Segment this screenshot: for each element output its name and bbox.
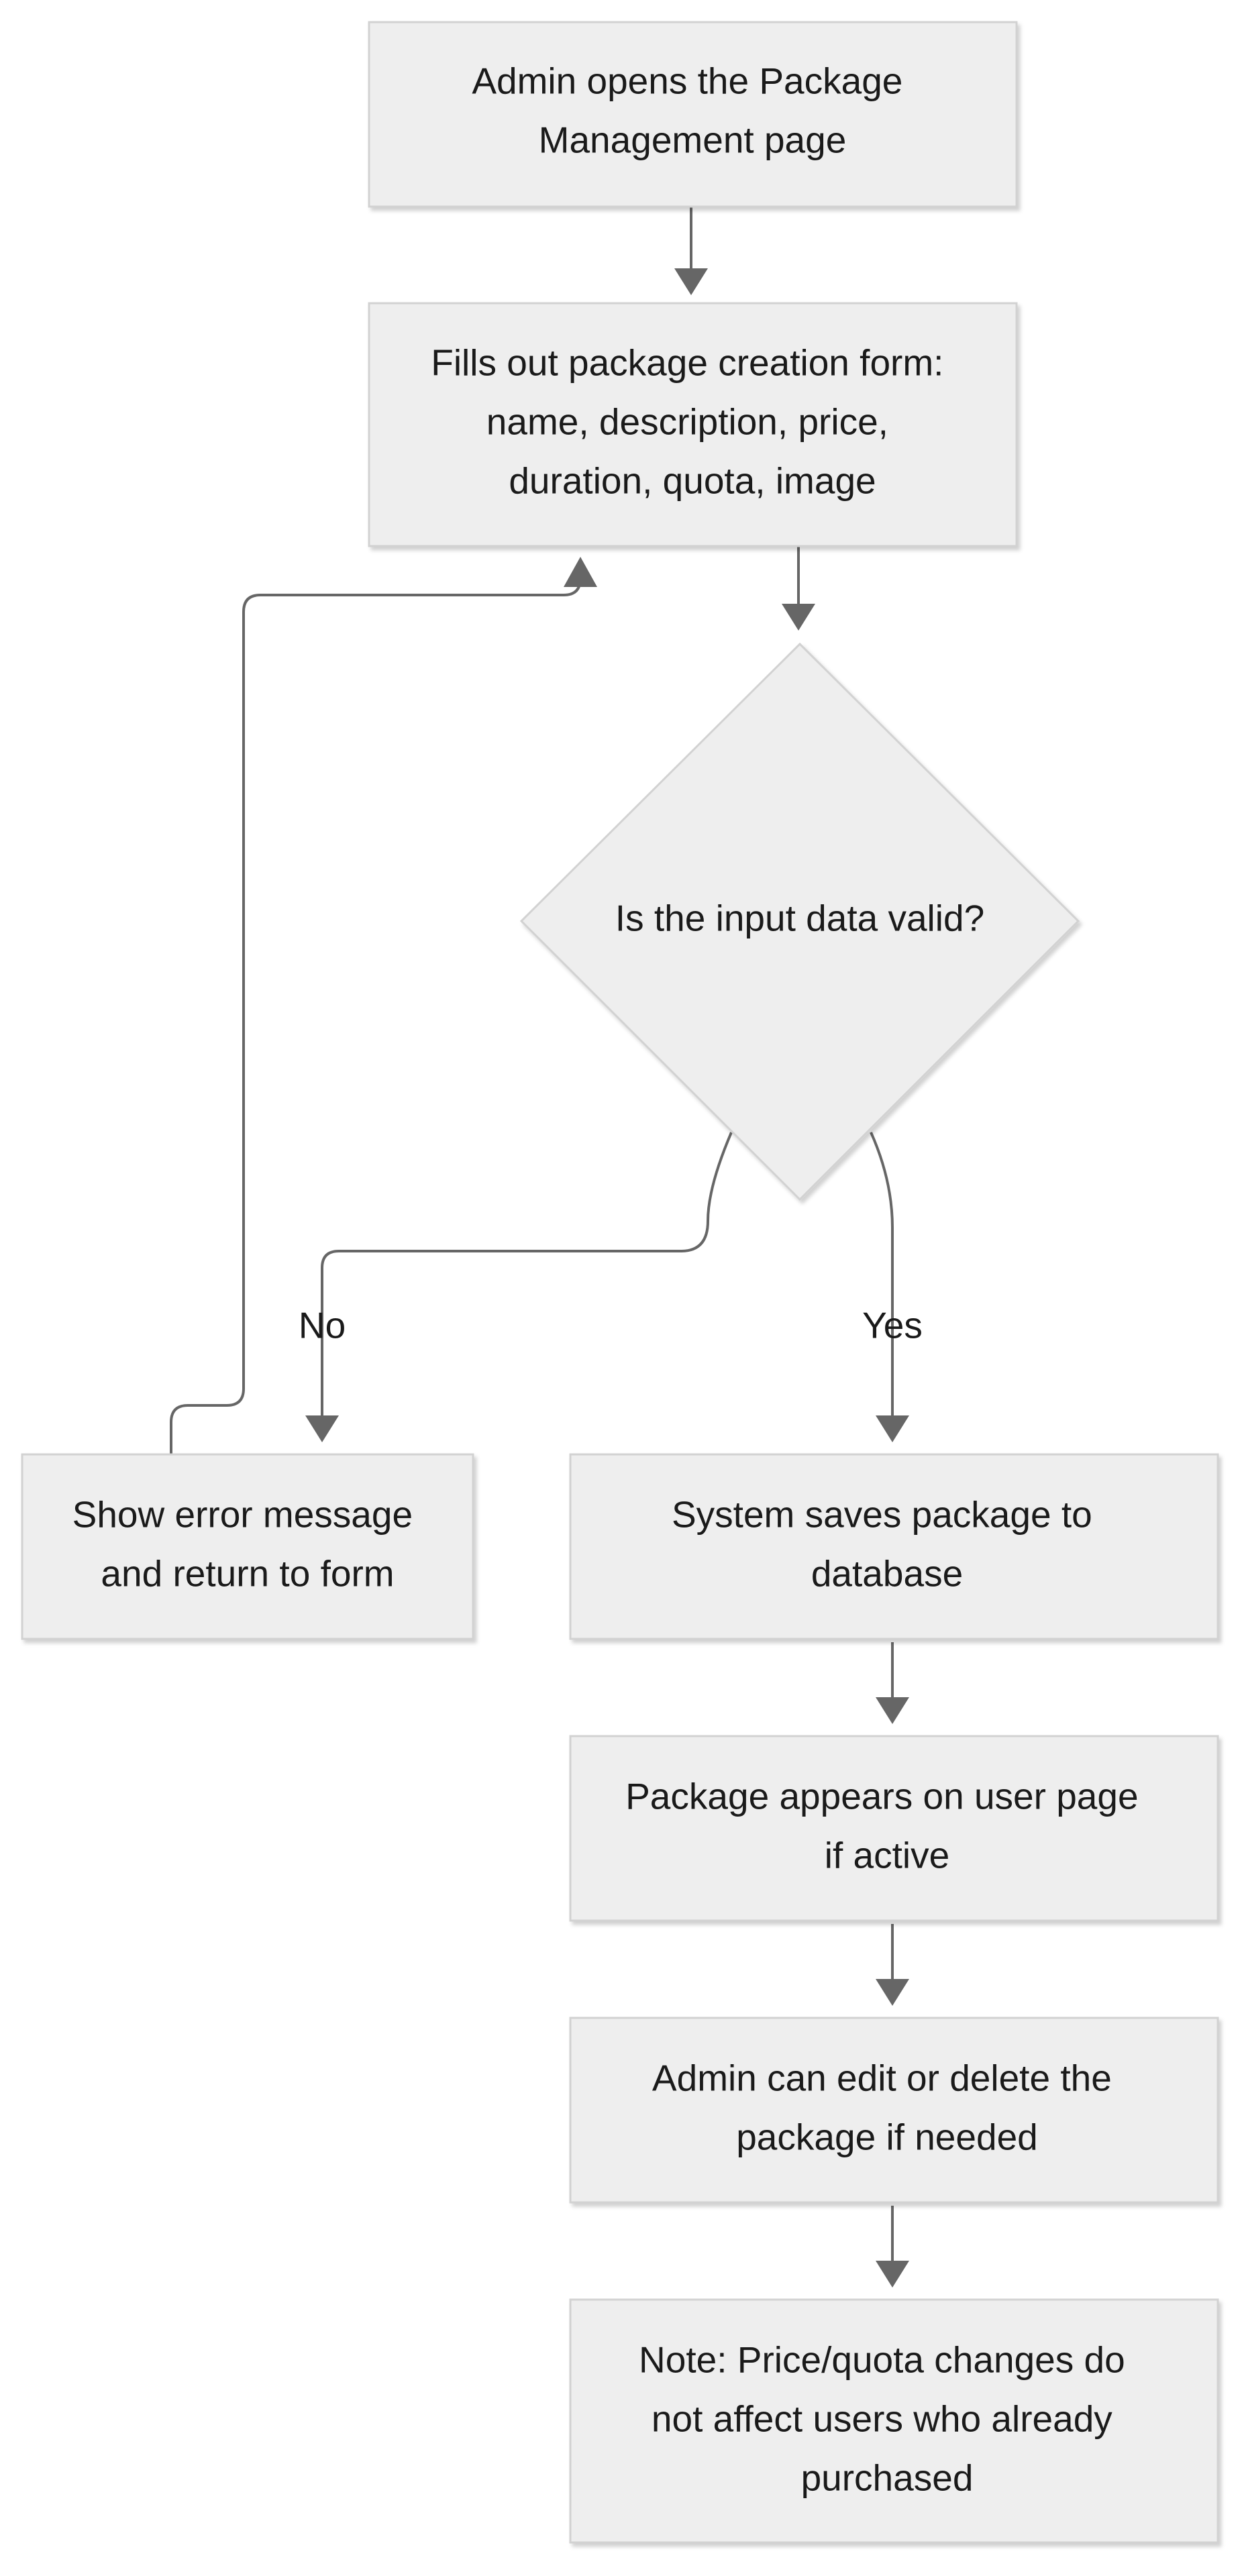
node-text-line: Package appears on user page (625, 1776, 1138, 1817)
node-note: Note: Price/quota changes do not affect … (569, 2298, 1219, 2544)
arrowhead-icon (564, 557, 597, 587)
node-text-line: and return to form (101, 1553, 394, 1595)
edges (170, 207, 909, 2288)
node-text-line: duration, quota, image (509, 460, 876, 502)
node-save-package: System saves package to database (569, 1453, 1219, 1640)
arrowhead-icon (305, 1415, 339, 1442)
node-text-line: name, description, price, (486, 401, 888, 443)
arrowhead-icon (876, 1697, 909, 1724)
node-text-line: Show error message (72, 1494, 413, 1536)
svg-text:Admin opens the Package: Admin opens the Package Management page (472, 50, 913, 161)
node-text-line: database (811, 1553, 963, 1595)
node-text-line: Is the input data valid? (615, 898, 984, 939)
edge-error-to-form (170, 578, 582, 1454)
svg-text:Fills out package creation for: Fills out package creation form: name, d… (431, 332, 954, 502)
svg-text:Admin can edit or delete the: Admin can edit or delete the package if … (652, 2047, 1122, 2158)
node-show-error: Show error message and return to form (21, 1453, 474, 1640)
arrowhead-icon (876, 2261, 909, 2288)
node-text-line: not affect users who already (652, 2398, 1112, 2440)
node-text-line: Note: Price/quota changes do (639, 2339, 1125, 2381)
arrowhead-icon (674, 268, 708, 295)
node-text-line: if active (825, 1835, 949, 1876)
node-text-line: Fills out package creation form: (431, 342, 943, 384)
edge-label-yes: Yes (862, 1305, 923, 1346)
svg-text:Show error message and r: Show error message and return to form (72, 1484, 423, 1595)
node-text-line: Admin opens the Package (472, 60, 902, 102)
node-text-line: Admin can edit or delete the (652, 2057, 1112, 2099)
arrowhead-icon (876, 1415, 909, 1442)
node-open-page: Admin opens the Package Management page (368, 21, 1018, 208)
node-validate-decision: Is the input data valid? (519, 642, 1080, 1201)
arrowhead-icon (876, 1979, 909, 2006)
svg-text:Is the input data valid?: Is the input data valid? (615, 898, 984, 939)
node-text-line: Management page (539, 119, 847, 161)
node-edit-delete: Admin can edit or delete the package if … (569, 2017, 1219, 2204)
node-appears-user-page: Package appears on user page if active (569, 1735, 1219, 1922)
node-text-line: purchased (801, 2457, 974, 2499)
edge-decision-yes (870, 1132, 894, 1415)
svg-text:System saves package to: System saves package to database (672, 1484, 1102, 1595)
node-text-line: package if needed (736, 2116, 1038, 2158)
node-fill-form: Fills out package creation form: name, d… (368, 302, 1018, 547)
arrowhead-icon (782, 604, 815, 631)
node-text-line: System saves package to (672, 1494, 1092, 1536)
svg-text:Package appears on user page: Package appears on user page if active (625, 1766, 1149, 1876)
edge-decision-no (321, 1132, 733, 1415)
svg-text:Note: Price/quota changes do: Note: Price/quota changes do not affect … (639, 2329, 1135, 2499)
edge-label-no: No (299, 1305, 346, 1346)
